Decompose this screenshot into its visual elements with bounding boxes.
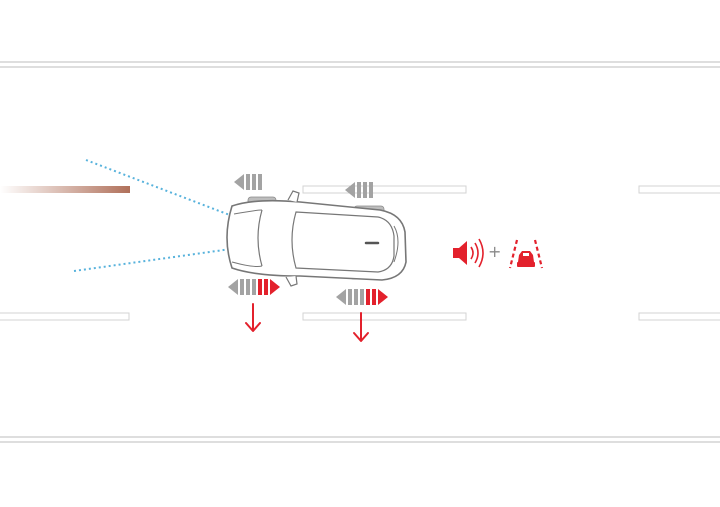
lane-marking	[638, 185, 720, 194]
movement-arrow-left	[234, 174, 262, 190]
lane-marking	[0, 312, 130, 321]
movement-arrow-left	[345, 182, 373, 198]
road-edge-top	[0, 61, 720, 68]
lane-marking	[638, 312, 720, 321]
steering-correction-arrow	[336, 289, 388, 305]
drift-arrow-down	[353, 312, 369, 342]
steering-correction-arrow	[228, 279, 280, 295]
lane-marking	[302, 185, 467, 194]
lane-marking	[302, 312, 467, 321]
car	[226, 190, 407, 287]
lane-marking-detected	[0, 186, 130, 193]
road-edge-bottom	[0, 436, 720, 443]
car-body	[226, 199, 407, 281]
lane-departure-car-icon	[508, 239, 544, 269]
speaker-sound-icon	[453, 238, 484, 268]
plus-sign: +	[488, 242, 502, 261]
drift-arrow-down	[245, 303, 261, 332]
